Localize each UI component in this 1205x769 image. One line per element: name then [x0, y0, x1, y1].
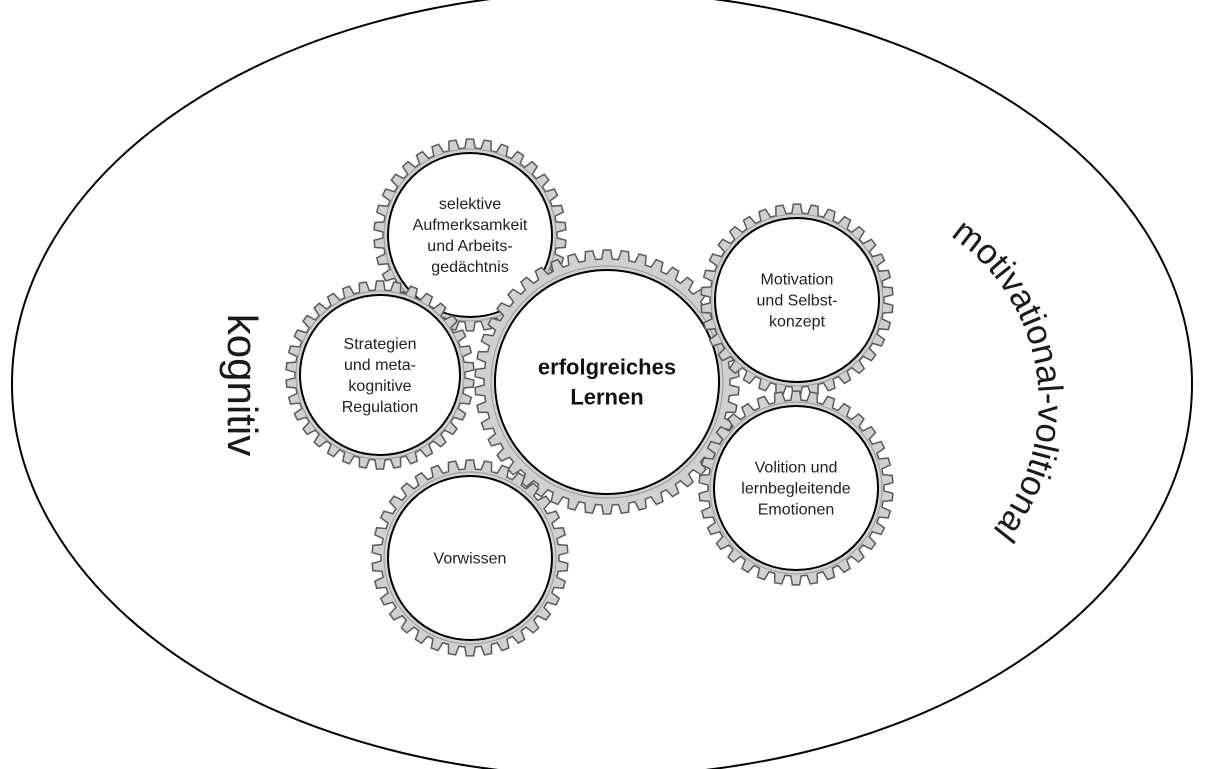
gear-label-line: Lernen: [570, 385, 643, 410]
gear-center: [474, 249, 740, 515]
gear-label-vorwissen: Vorwissen: [434, 551, 507, 568]
gear-face-center: [494, 269, 720, 495]
gear-face-volition: [713, 405, 879, 571]
gear-ring-strategien: [295, 290, 465, 460]
gear-motivation: [700, 203, 894, 397]
gear-label-line: Volition und: [755, 460, 838, 477]
gear-label-line: erfolgreiches: [538, 355, 676, 380]
gear-label-line: und Arbeits-: [427, 238, 512, 255]
gear-label-line: Strategien: [344, 336, 417, 353]
gear-strategien: [285, 280, 475, 470]
gear-label-line: Aufmerksamkeit: [413, 217, 528, 234]
gear-selektive: [373, 138, 567, 332]
gear-label-line: kognitive: [348, 378, 411, 395]
gear-label-line: Motivation: [761, 272, 834, 289]
gear-label-line: Vorwissen: [434, 551, 507, 568]
side-label-motivational-volitional: motivational-volitional: [945, 211, 1069, 549]
gear-label-line: und Selbst-: [757, 293, 838, 310]
gear-ring-selektive: [383, 148, 557, 322]
gear-label-line: konzept: [769, 314, 826, 331]
outer-ellipse: [11, 0, 1193, 769]
side-label-motivational-volitional-path: motivational-volitional: [945, 211, 1069, 549]
side-label-kognitiv: kognitiv: [219, 314, 266, 456]
gear-label-line: und meta-: [344, 357, 416, 374]
gear-label-line: selektive: [439, 196, 501, 213]
gear-ring-vorwissen: [383, 471, 557, 645]
gear-face-strategien: [299, 294, 461, 456]
gear-ring-motivation: [710, 213, 884, 387]
gear-volition: [698, 390, 894, 586]
gear-face-motivation: [714, 217, 880, 383]
gear-ring-volition: [709, 401, 883, 575]
gear-vorwissen: [371, 459, 569, 657]
gear-label-line: gedächtnis: [431, 259, 508, 276]
gear-layer: [285, 138, 894, 657]
gear-label-line: Emotionen: [758, 502, 835, 519]
gear-label-line: lernbegleitende: [741, 481, 851, 498]
gear-face-vorwissen: [387, 475, 553, 641]
gear-label-motivation: Motivation und Selbst-konzept: [757, 272, 838, 331]
gear-face-selektive: [387, 152, 553, 318]
gear-ring-center: [490, 265, 724, 499]
gear-label-line: Regulation: [342, 399, 419, 416]
